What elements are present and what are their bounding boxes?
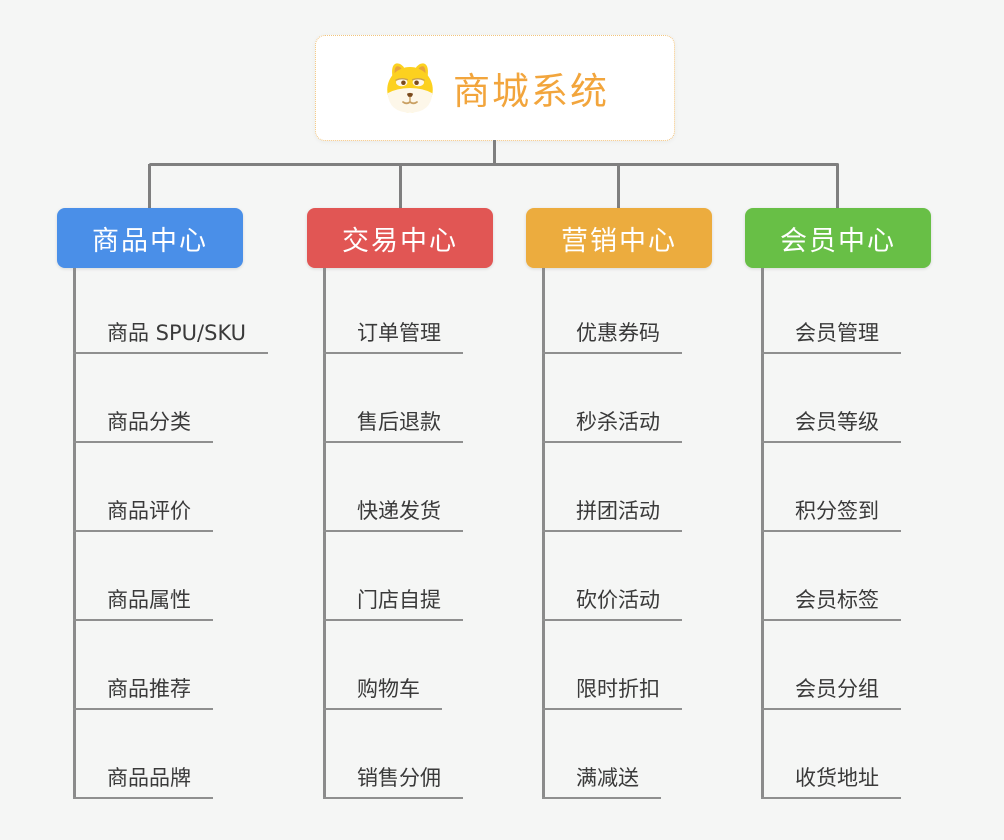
branch-trunk-line	[73, 268, 76, 798]
branch-column: 交易中心订单管理售后退款快递发货门店自提购物车销售分佣	[307, 208, 557, 840]
connector-horizontal	[149, 163, 839, 166]
leaf-node[interactable]: 商品品牌	[73, 710, 213, 799]
leaf-node[interactable]: 积分签到	[761, 443, 901, 532]
connector-drop-2	[399, 164, 402, 209]
leaf-node[interactable]: 砍价活动	[542, 532, 682, 621]
branch-trunk-line	[542, 268, 545, 798]
branch-node[interactable]: 商品中心	[57, 208, 243, 268]
leaf-node[interactable]: 商品属性	[73, 532, 213, 621]
branch-column: 营销中心优惠券码秒杀活动拼团活动砍价活动限时折扣满减送	[526, 208, 776, 840]
leaf-list: 优惠券码秒杀活动拼团活动砍价活动限时折扣满减送	[542, 268, 682, 799]
leaf-node[interactable]: 购物车	[323, 621, 442, 710]
leaf-node[interactable]: 快递发货	[323, 443, 463, 532]
leaf-node[interactable]: 订单管理	[323, 268, 463, 354]
connector-drop-3	[617, 164, 620, 209]
leaf-node[interactable]: 满减送	[542, 710, 661, 799]
leaf-node[interactable]: 会员等级	[761, 354, 901, 443]
leaf-node[interactable]: 售后退款	[323, 354, 463, 443]
leaf-node[interactable]: 销售分佣	[323, 710, 463, 799]
branch-node[interactable]: 营销中心	[526, 208, 712, 268]
branch-trunk-line	[761, 268, 764, 798]
branch-column: 会员中心会员管理会员等级积分签到会员标签会员分组收货地址	[745, 208, 995, 840]
connector-drop-1	[148, 164, 151, 209]
leaf-node[interactable]: 门店自提	[323, 532, 463, 621]
leaf-node[interactable]: 商品分类	[73, 354, 213, 443]
root-node[interactable]: 商城系统	[315, 35, 675, 141]
branch-trunk-line	[323, 268, 326, 798]
leaf-node[interactable]: 商品推荐	[73, 621, 213, 710]
leaf-node[interactable]: 拼团活动	[542, 443, 682, 532]
leaf-node[interactable]: 优惠券码	[542, 268, 682, 354]
leaf-node[interactable]: 商品评价	[73, 443, 213, 532]
root-title: 商城系统	[453, 70, 609, 113]
leaf-node[interactable]: 收货地址	[761, 710, 901, 799]
leaf-node[interactable]: 商品 SPU/SKU	[73, 268, 269, 354]
dog-icon	[387, 63, 433, 113]
connector-drop-4	[836, 164, 839, 209]
leaf-node[interactable]: 会员管理	[761, 268, 901, 354]
branch-node[interactable]: 会员中心	[745, 208, 931, 268]
leaf-node[interactable]: 限时折扣	[542, 621, 682, 710]
branch-node[interactable]: 交易中心	[307, 208, 493, 268]
connector-root-stub	[493, 140, 496, 164]
leaf-list: 会员管理会员等级积分签到会员标签会员分组收货地址	[761, 268, 901, 799]
leaf-node[interactable]: 会员标签	[761, 532, 901, 621]
leaf-list: 订单管理售后退款快递发货门店自提购物车销售分佣	[323, 268, 463, 799]
leaf-node[interactable]: 会员分组	[761, 621, 901, 710]
leaf-node[interactable]: 秒杀活动	[542, 354, 682, 443]
